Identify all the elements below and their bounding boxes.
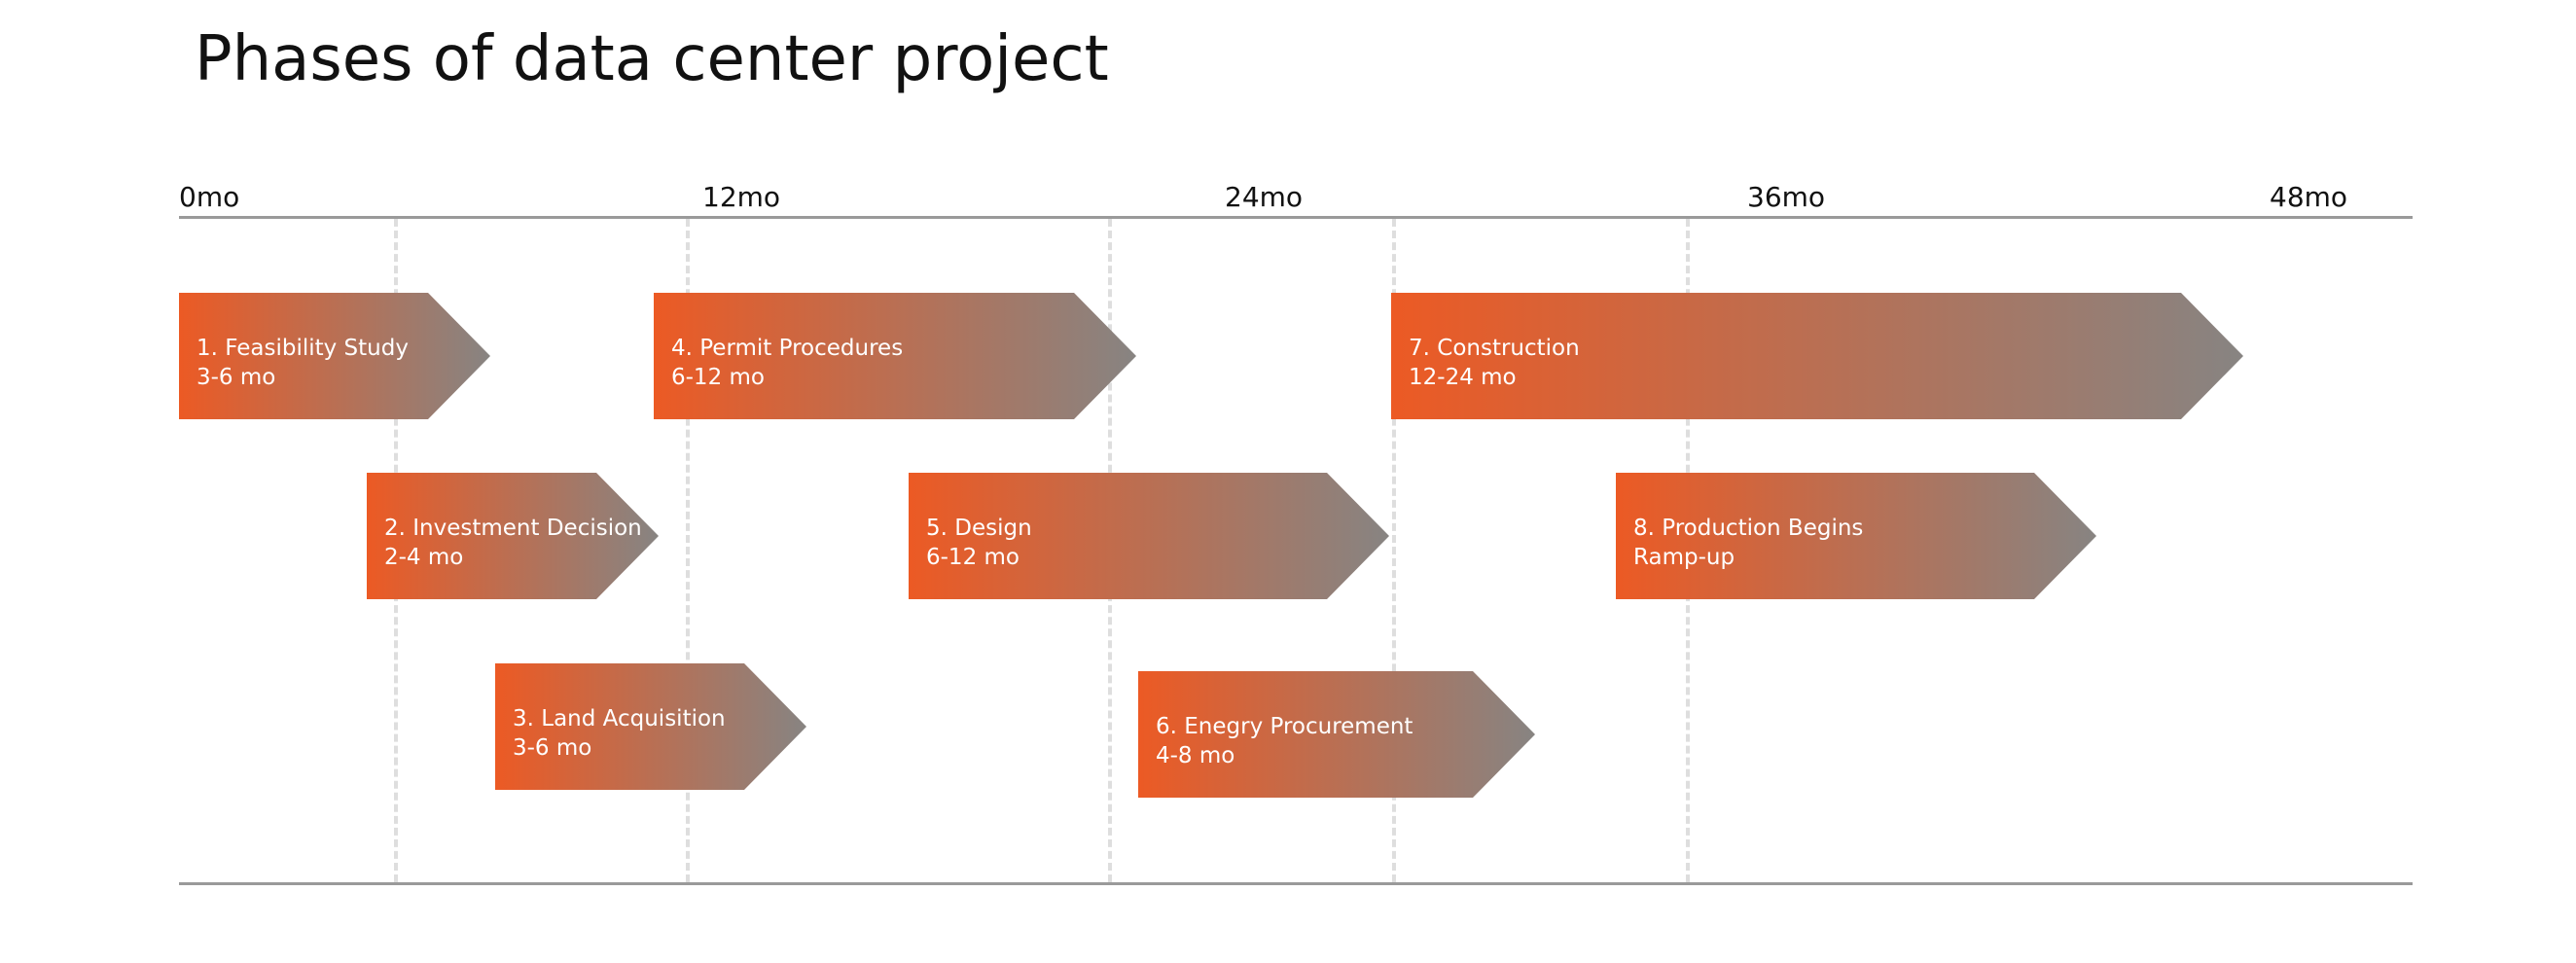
phase-label: 7. Construction 12-24 mo [1409, 334, 1580, 392]
phase-duration: 3-6 mo [197, 365, 276, 390]
phase-energy-procurement-arrow: 6. Enegry Procurement 4-8 mo [1138, 671, 1535, 798]
phase-duration: 4-8 mo [1156, 743, 1235, 768]
phase-duration: 12-24 mo [1409, 365, 1517, 390]
phase-label: 6. Enegry Procurement 4-8 mo [1156, 712, 1413, 770]
phase-name: 5. Design [926, 516, 1032, 541]
phase-label: 4. Permit Procedures 6-12 mo [671, 334, 903, 392]
phase-name: 6. Enegry Procurement [1156, 714, 1413, 739]
phase-duration: Ramp-up [1633, 545, 1735, 570]
phase-duration: 6-12 mo [671, 365, 765, 390]
tick-label-48mo: 48mo [2270, 181, 2348, 213]
phase-construction-arrow: 7. Construction 12-24 mo [1391, 293, 2243, 419]
phase-name: 7. Construction [1409, 336, 1580, 361]
dashed-guide-line [1392, 219, 1396, 882]
phase-label: 1. Feasibility Study 3-6 mo [197, 334, 409, 392]
dashed-guide-line [686, 219, 690, 882]
phase-feasibility-study-arrow: 1. Feasibility Study 3-6 mo [179, 293, 490, 419]
phase-name: 1. Feasibility Study [197, 336, 409, 361]
page-title: Phases of data center project [195, 23, 1109, 95]
tick-label-0mo: 0mo [179, 181, 240, 213]
top-axis-line [179, 216, 2413, 219]
phase-duration: 3-6 mo [513, 735, 592, 761]
phase-label: 3. Land Acquisition 3-6 mo [513, 704, 726, 763]
tick-label-36mo: 36mo [1747, 181, 1826, 213]
phase-duration: 2-4 mo [384, 545, 464, 570]
phase-label: 8. Production Begins Ramp-up [1633, 514, 1863, 572]
phase-name: 8. Production Begins [1633, 516, 1864, 541]
phase-production-begins-arrow: 8. Production Begins Ramp-up [1616, 473, 2096, 599]
phase-name: 4. Permit Procedures [671, 336, 904, 361]
phase-design-arrow: 5. Design 6-12 mo [909, 473, 1389, 599]
tick-label-12mo: 12mo [702, 181, 781, 213]
phase-land-acquisition-arrow: 3. Land Acquisition 3-6 mo [495, 663, 806, 790]
tick-label-24mo: 24mo [1225, 181, 1304, 213]
bottom-axis-line [179, 882, 2413, 885]
phase-investment-decision-arrow: 2. Investment Decision 2-4 mo [367, 473, 659, 599]
phase-label: 5. Design 6-12 mo [926, 514, 1032, 572]
phase-name: 2. Investment Decision [384, 516, 642, 541]
phase-name: 3. Land Acquisition [513, 706, 726, 731]
phase-permit-procedures-arrow: 4. Permit Procedures 6-12 mo [654, 293, 1136, 419]
phase-duration: 6-12 mo [926, 545, 1020, 570]
phase-label: 2. Investment Decision 2-4 mo [384, 514, 642, 572]
